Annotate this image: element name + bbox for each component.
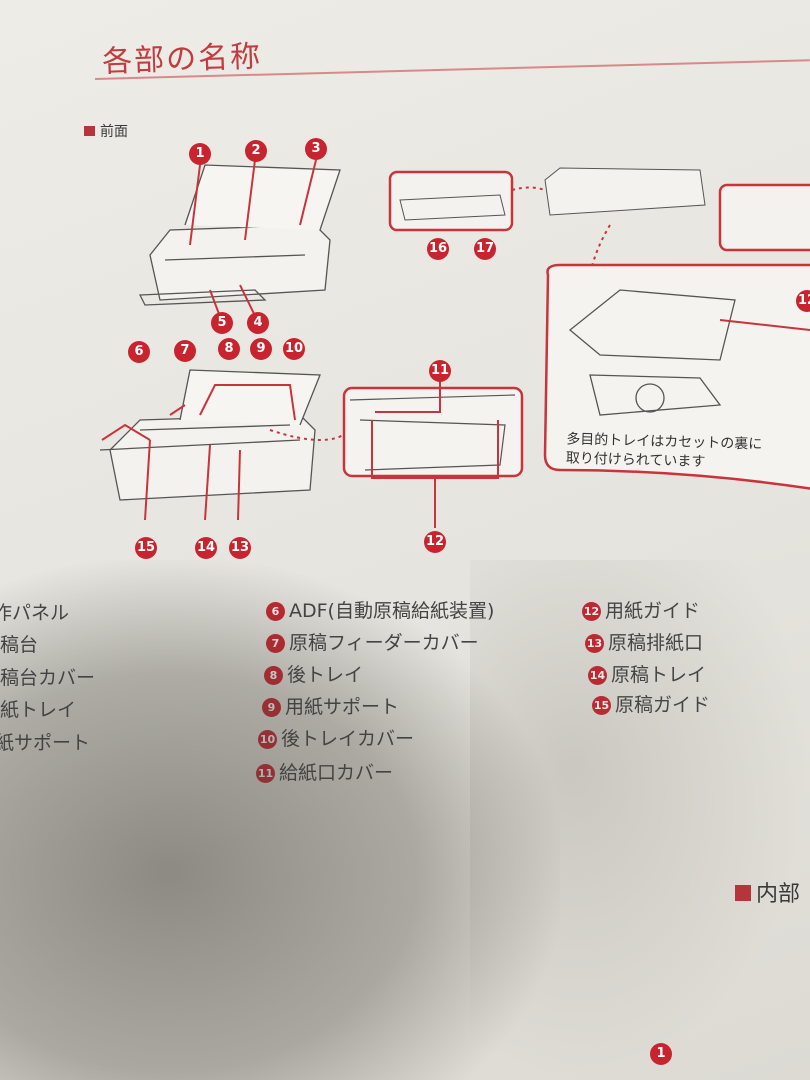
part-item-2: 原稿台 <box>0 634 39 656</box>
cassette-illustration <box>568 289 736 416</box>
callout-number: 13 <box>229 537 251 559</box>
callout-number: 12 <box>424 531 446 553</box>
printer-rear-illustration <box>544 167 706 216</box>
part-item-1: 操作パネル <box>0 602 70 624</box>
callout-number: 11 <box>429 360 451 382</box>
callout-number: 1 <box>650 1043 672 1065</box>
square-bullet-icon <box>735 885 751 901</box>
callout-number: 10 <box>283 338 305 360</box>
part-item-4: 用紙トレイ <box>0 699 77 721</box>
callout-number: 2 <box>245 140 267 162</box>
callout-box-feed <box>342 386 524 478</box>
printer-adf-illustration <box>99 369 321 501</box>
callout-number: 9 <box>250 338 272 360</box>
callout-number: 8 <box>218 338 240 360</box>
part-item-5: 用紙サポート <box>0 732 91 754</box>
printer-diagrams <box>99 159 810 528</box>
section-heading-front: 前面 <box>84 121 128 141</box>
callout-number: 15 <box>135 537 157 559</box>
callout-number: 17 <box>474 238 496 260</box>
section-label: 内部 <box>756 882 801 907</box>
cassette-note: 多目的トレイはカセットの裏に 取り付けられています <box>566 430 763 473</box>
callout-number: 7 <box>174 340 196 362</box>
callout-number: 5 <box>211 312 233 334</box>
callout-number: 1 <box>189 143 211 165</box>
callout-number: 14 <box>195 537 217 559</box>
callout-number: 12 <box>796 290 810 312</box>
printer-front-illustration <box>138 164 341 306</box>
section-label: 前面 <box>100 124 128 140</box>
square-bullet-icon <box>84 126 95 136</box>
part-item-3: 原稿台カバー <box>0 667 96 689</box>
callout-number: 3 <box>305 138 327 160</box>
section-heading-inner: 内部 <box>735 876 800 908</box>
callout-box-ports <box>388 170 514 232</box>
callout-number: 6 <box>128 341 150 363</box>
callout-number: 4 <box>247 312 269 334</box>
callout-number: 16 <box>427 238 449 260</box>
